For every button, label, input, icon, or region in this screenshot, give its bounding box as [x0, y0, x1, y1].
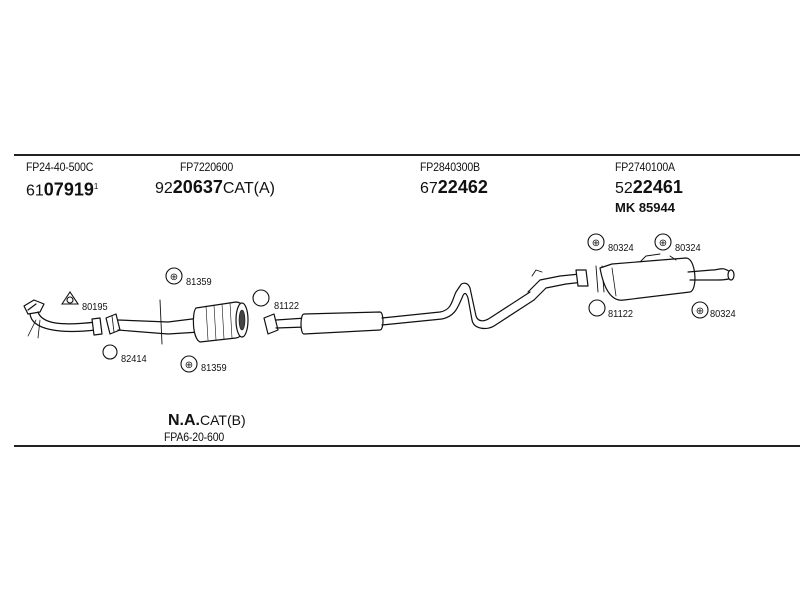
nut-icon: ⊕ — [165, 267, 183, 285]
svg-text:⊕: ⊕ — [659, 238, 667, 249]
front-pipe — [23, 299, 103, 339]
nut-icon: ⊕ — [180, 355, 198, 373]
rear-silencer — [599, 253, 735, 301]
rear-pipe — [527, 265, 605, 301]
svg-text:⊕: ⊕ — [696, 306, 704, 317]
middle-pipe — [263, 282, 535, 335]
assembly-code-2: 9220637CAT(A) — [155, 177, 275, 197]
nut-icon: ⊕ — [654, 233, 672, 251]
assembly-code-3: 6722462 — [420, 177, 488, 197]
assembly-code-4: 5222461 — [615, 177, 683, 197]
triangle-gasket-icon — [60, 291, 80, 305]
svg-text:⊕: ⊕ — [185, 360, 193, 371]
assembly-extra-4: MK 85944 — [615, 200, 675, 215]
top-divider — [14, 154, 800, 156]
bottom-divider — [14, 445, 800, 447]
svg-text:⊕: ⊕ — [170, 272, 178, 283]
part-label-p5: 81122 — [274, 300, 300, 312]
part-label-p1: 80195 — [82, 301, 108, 313]
nut-icon: ⊕ — [691, 301, 709, 319]
catalytic-converter — [105, 299, 249, 345]
svg-text:⊕: ⊕ — [592, 238, 600, 249]
ring-gasket-icon — [588, 299, 606, 317]
part-label-p6: 80324 — [608, 242, 634, 254]
assembly-ref-2: FP7220600 — [180, 160, 234, 174]
part-label-p9: 80324 — [710, 308, 736, 320]
ring-gasket-icon — [252, 289, 270, 307]
assembly-ref-3: FP2840300B — [420, 160, 480, 174]
ring-gasket-icon — [102, 344, 118, 360]
assembly-ref-1: FP24-40-500C — [26, 160, 94, 174]
part-label-p4: 81359 — [201, 362, 227, 374]
nut-icon: ⊕ — [587, 233, 605, 251]
assembly-code-1: 61079191 — [26, 179, 99, 200]
assembly-ref-4: FP2740100A — [615, 160, 675, 174]
part-label-p8: 81122 — [608, 308, 634, 320]
part-label-p3: 81359 — [186, 276, 212, 288]
variant-ref: FPA6-20-600 — [164, 430, 225, 444]
part-label-p7: 80324 — [675, 242, 701, 254]
part-label-p2: 82414 — [121, 353, 147, 365]
variant-code: N.A.CAT(B) — [168, 412, 246, 429]
